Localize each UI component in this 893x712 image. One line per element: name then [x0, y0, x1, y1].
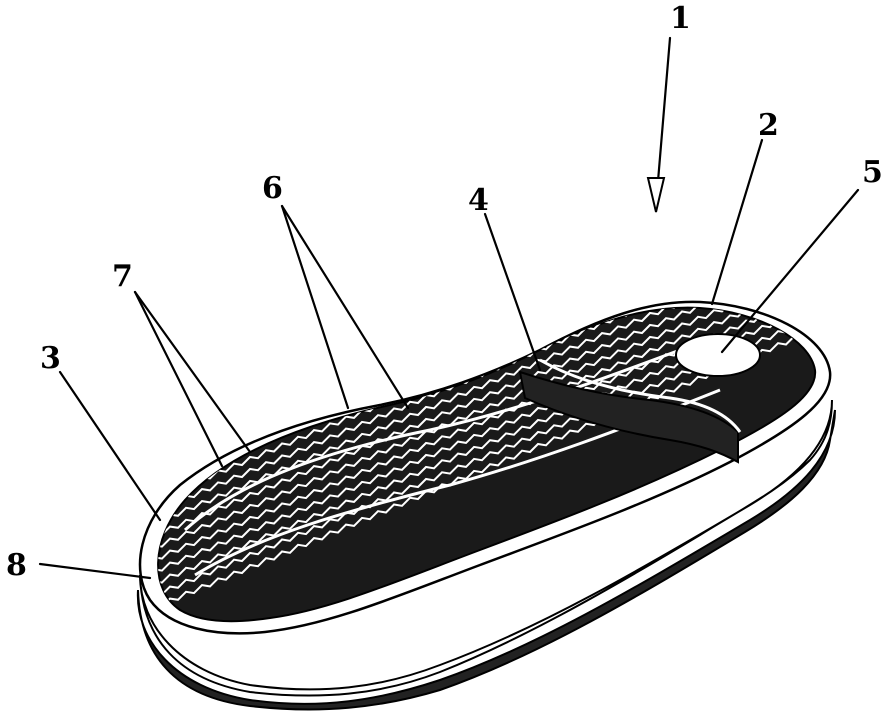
leader-line-5: [720, 188, 860, 354]
tread-rib-upper: [183, 348, 681, 532]
midsole-layer: [139, 399, 833, 697]
tread-wave-line: [158, 307, 816, 537]
ref-numeral-6: 6: [262, 171, 283, 206]
leader-line-6b: [280, 204, 410, 410]
leader-line-8: [38, 562, 152, 580]
ref-numeral-5: 5: [862, 155, 883, 190]
ref-numeral-8: 8: [6, 548, 27, 583]
leader-line-7a: [133, 290, 224, 468]
arch-support-edge: [539, 358, 742, 433]
tread-wave-line: [158, 307, 816, 573]
reference-numerals: 1 2 3 4 5 6 7 8: [6, 1, 883, 583]
arch-support-band: [518, 370, 739, 464]
arrowhead-1: [646, 177, 666, 213]
leader-lines: [38, 36, 860, 580]
leader-line-3: [58, 370, 162, 522]
outsole-bottom-layer: [136, 409, 836, 711]
leader-line-2: [710, 138, 764, 306]
ref-numeral-2: 2: [758, 108, 779, 143]
tread-wave-line: [158, 307, 816, 321]
ref-numeral-3: 3: [40, 341, 61, 376]
ref-numeral-7: 7: [112, 259, 133, 294]
heel-insert: [675, 333, 761, 377]
sole-layers: [136, 399, 836, 711]
leader-line-4: [483, 212, 542, 372]
ref-numeral-4: 4: [468, 183, 489, 218]
leader-line-6a: [280, 204, 350, 410]
ref-numeral-1: 1: [670, 1, 691, 36]
leader-line-7b: [133, 290, 252, 454]
tread-wave-line: [158, 307, 816, 333]
tread-wave-line: [158, 307, 816, 549]
